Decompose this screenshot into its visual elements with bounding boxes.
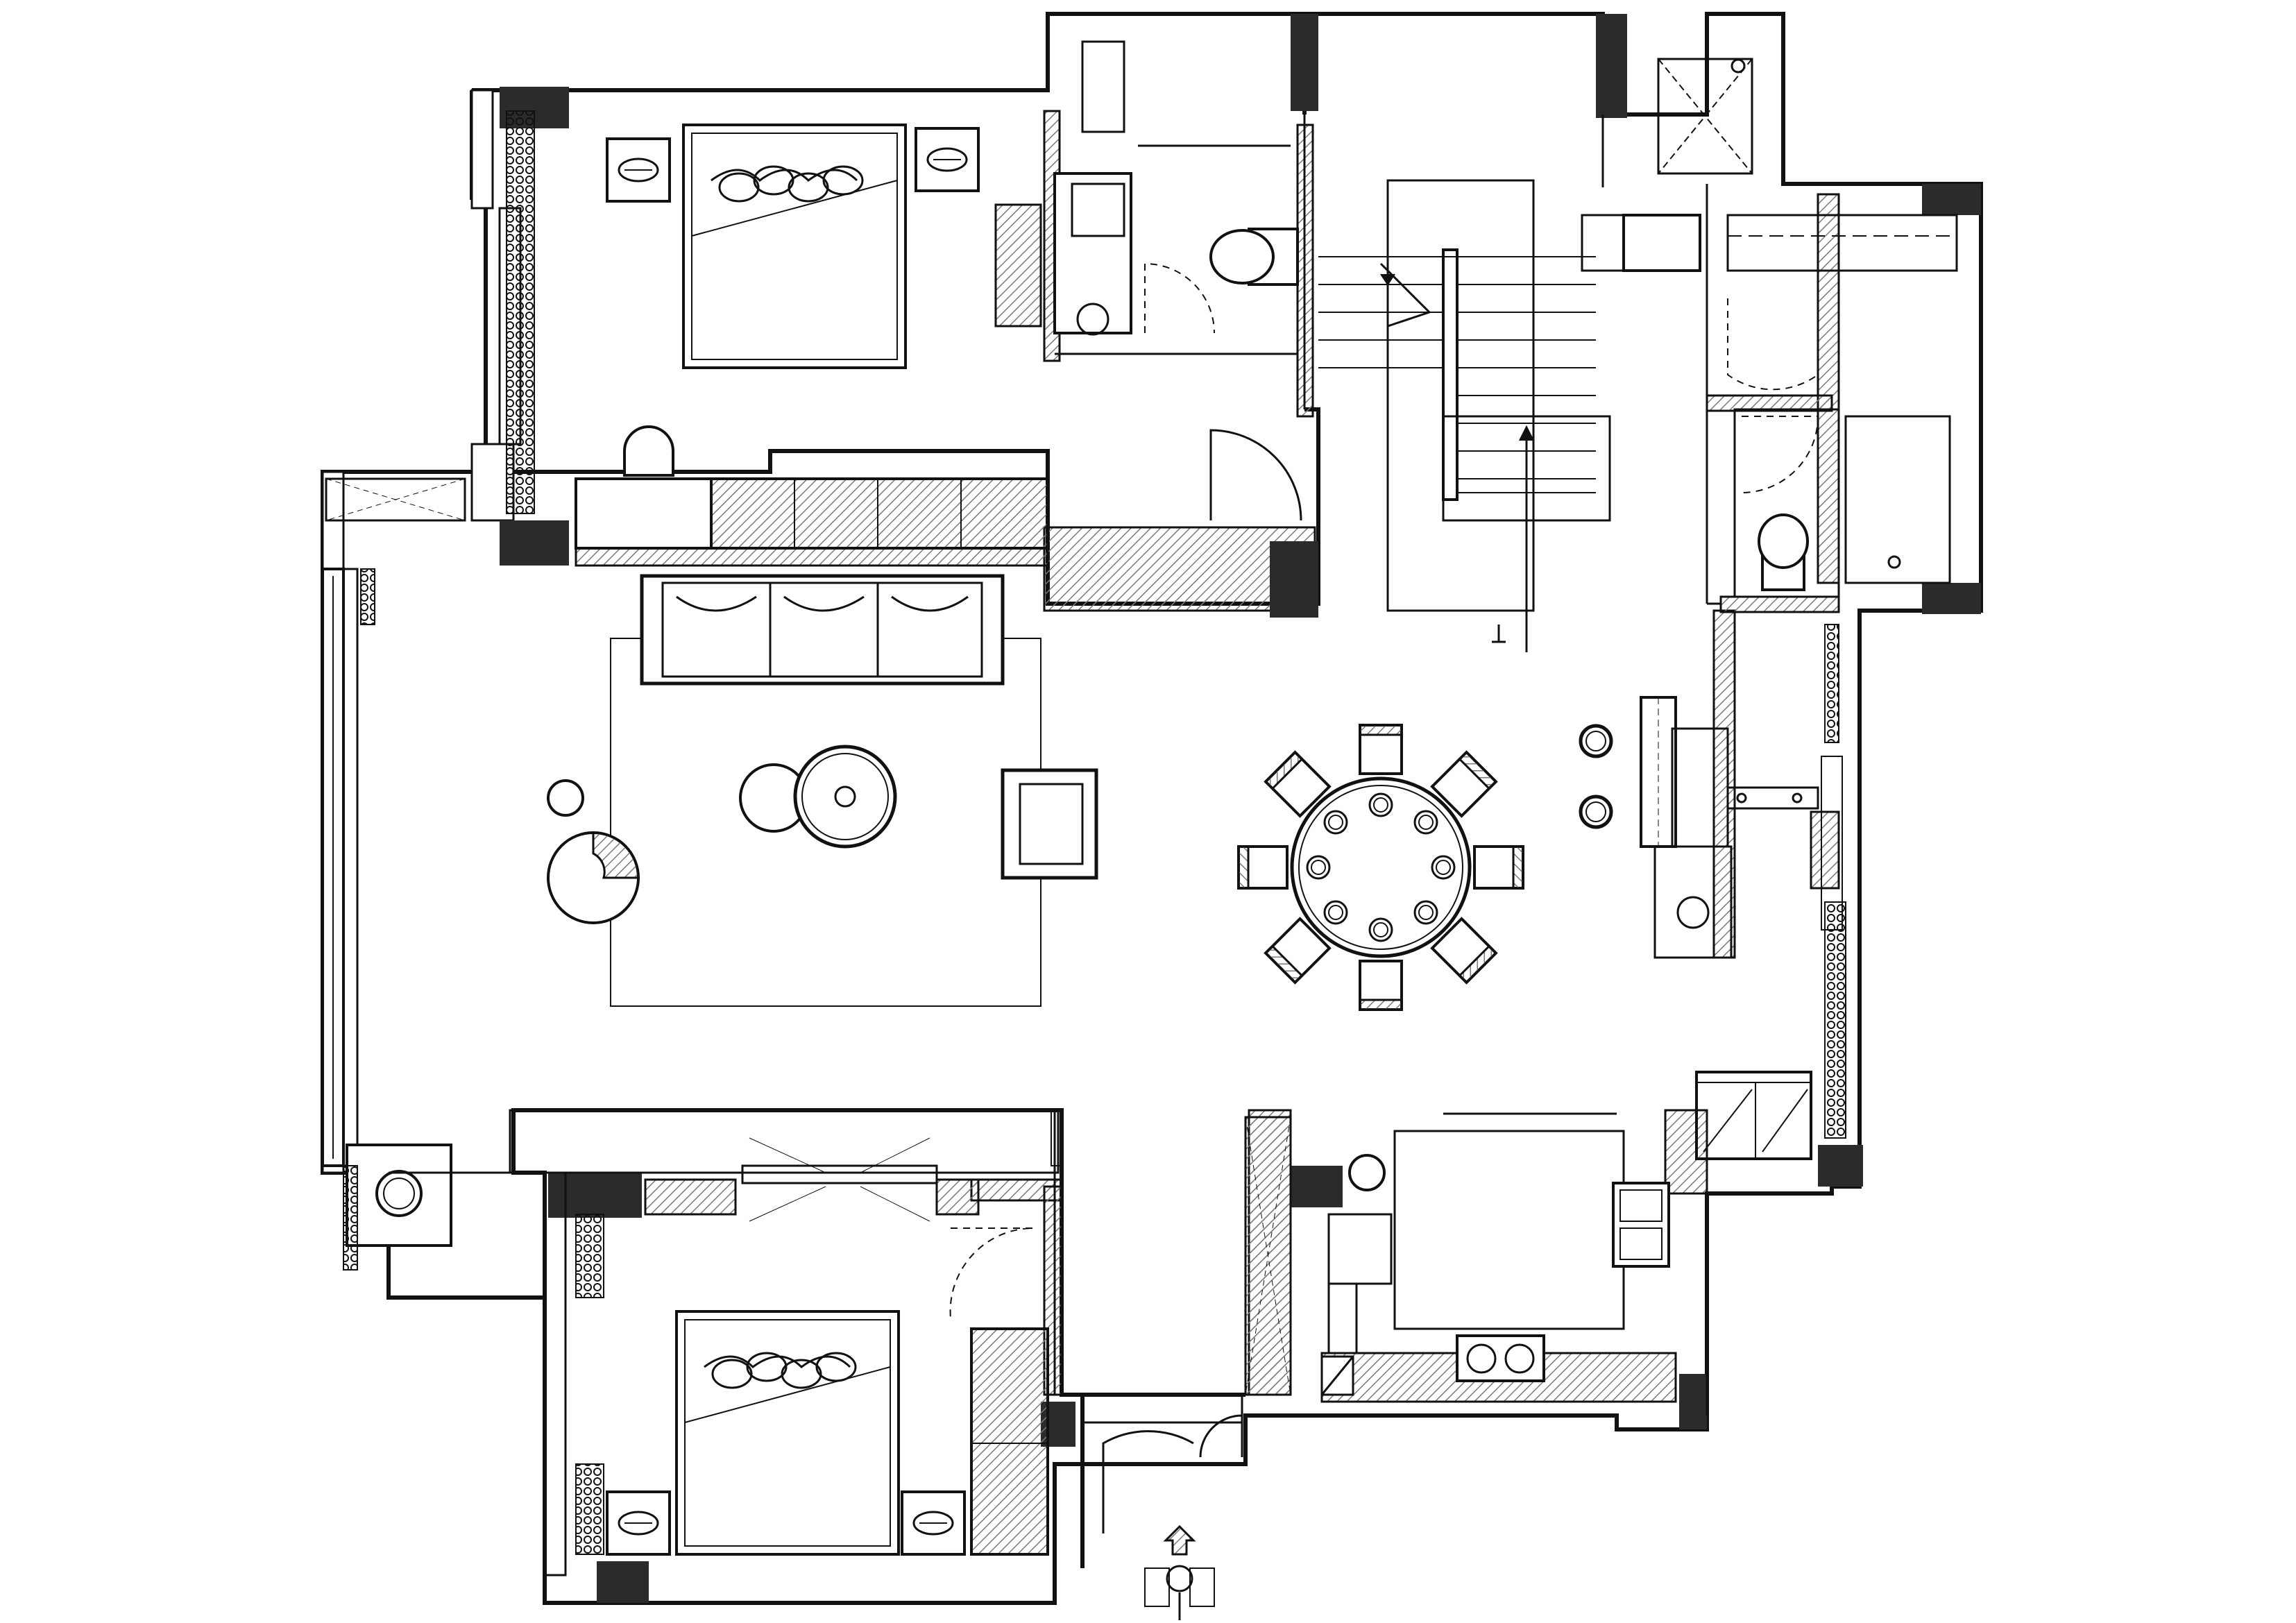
bathroom-upper <box>1053 40 1299 355</box>
floor-drain-icon <box>1348 1154 1386 1191</box>
nightstand-icon <box>901 1490 966 1556</box>
door-swing <box>1144 262 1215 334</box>
bedroom-lower <box>509 1109 1062 1577</box>
door-swing <box>1102 1430 1194 1533</box>
dining-chair-icon <box>1359 960 1403 1011</box>
nightstand-icon <box>915 127 980 192</box>
living-room <box>321 477 1098 1271</box>
floor-drain-icon <box>1076 303 1109 336</box>
column <box>1291 14 1318 111</box>
kitchen-sink-icon <box>1612 1182 1670 1268</box>
plant-icon <box>375 1170 423 1217</box>
dining-chair-icon <box>1237 845 1289 890</box>
column <box>1922 184 1981 215</box>
washbasin-icon <box>1071 182 1125 237</box>
double-bed-icon <box>675 1310 900 1556</box>
plant-icon <box>834 785 856 808</box>
bar-stool-icon <box>1579 724 1613 758</box>
column <box>1270 541 1318 618</box>
column <box>1818 1145 1863 1187</box>
column <box>500 520 569 566</box>
armchair-icon <box>1001 768 1098 880</box>
desk-chair-icon <box>623 425 674 477</box>
door-swing <box>1741 416 1819 493</box>
column <box>548 1173 642 1218</box>
utility-room <box>1581 58 1958 391</box>
nightstand-icon <box>606 1490 671 1556</box>
door-swing <box>1199 1414 1243 1458</box>
lounge-chair-icon <box>547 831 640 924</box>
bathroom-right <box>1733 408 1951 598</box>
toilet-icon <box>1758 513 1809 591</box>
wardrobe <box>710 477 1049 550</box>
desk <box>575 477 713 550</box>
wardrobe <box>970 1327 1049 1556</box>
sofa-icon <box>640 574 1005 686</box>
entry <box>1081 1393 1243 1620</box>
washbasin-icon <box>1622 214 1701 272</box>
washbasin-icon <box>1676 896 1710 929</box>
vanity <box>1053 172 1132 334</box>
column <box>597 1561 649 1603</box>
dining-area <box>1237 624 1846 1160</box>
door-swing <box>1209 429 1302 521</box>
column <box>1291 1166 1343 1207</box>
kitchen <box>1244 1112 1677 1403</box>
master-bedroom-upper <box>506 110 1049 550</box>
door-swing <box>949 1227 1035 1319</box>
double-bed-icon <box>682 124 907 369</box>
round-dining-table <box>1290 776 1472 958</box>
entrance-arrow-icon <box>1144 1524 1215 1620</box>
bar-stool-icon <box>1579 794 1613 829</box>
column <box>1679 1374 1707 1429</box>
side-table <box>547 779 584 817</box>
interior-partitions <box>389 14 1721 1416</box>
column <box>1922 583 1981 614</box>
dresser <box>994 203 1042 328</box>
dining-chair-icon <box>1359 724 1403 775</box>
coffee-table <box>793 745 897 849</box>
column <box>1596 14 1627 118</box>
nightstand-icon <box>606 137 671 203</box>
stairwell <box>1318 179 1611 652</box>
dining-chair-icon <box>1473 845 1524 890</box>
toilet-icon <box>1209 228 1299 286</box>
cooktop-icon <box>1456 1334 1545 1382</box>
